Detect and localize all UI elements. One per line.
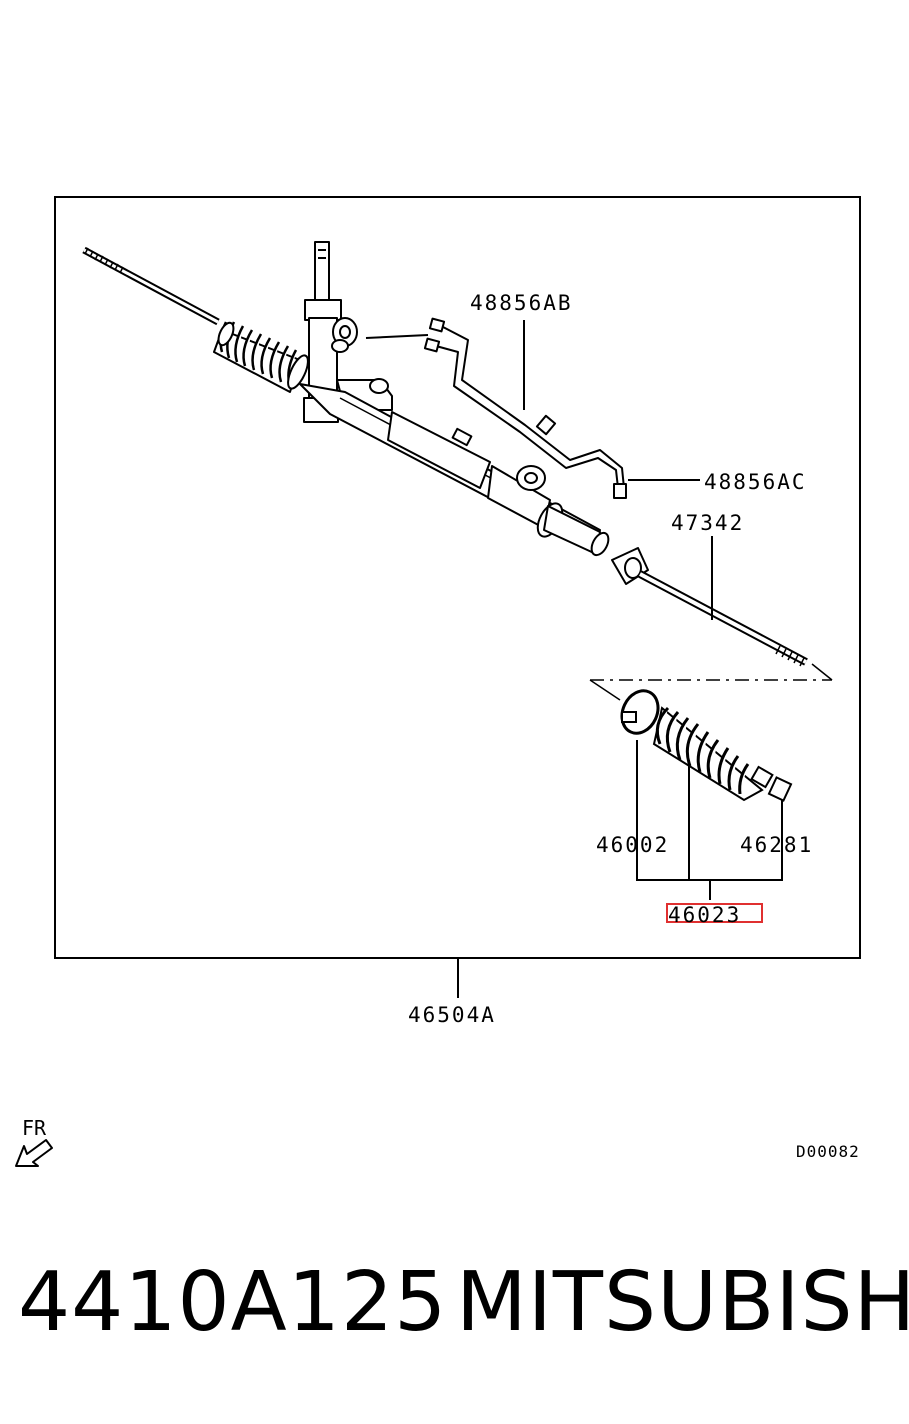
front-label: FR [22,1116,47,1140]
callout-46281: 46281 [740,833,813,857]
brand-name: MITSUBISHI [456,1255,909,1350]
highlight-box [666,903,763,923]
callout-48856AB: 48856AB [470,291,573,315]
part-number: 4410A125 [18,1255,448,1350]
callout-46023: 46023 [668,903,741,927]
callout-47342: 47342 [671,511,744,535]
rack-assembly-drawing [82,241,808,667]
callout-46504A: 46504A [408,1003,496,1027]
leader-lines [365,320,783,998]
boot-kit-drawing [589,663,833,802]
left-boot [213,321,309,393]
front-orientation-marker: FR [15,1116,53,1167]
front-arrow-icon [15,1139,53,1167]
steering-rack-diagram: 48856AB 48856AC 47342 46002 46281 46023 … [15,196,861,1167]
diagram-code: D00082 [796,1142,860,1161]
callout-48856AC: 48856AC [704,470,807,494]
callout-46002: 46002 [596,833,669,857]
